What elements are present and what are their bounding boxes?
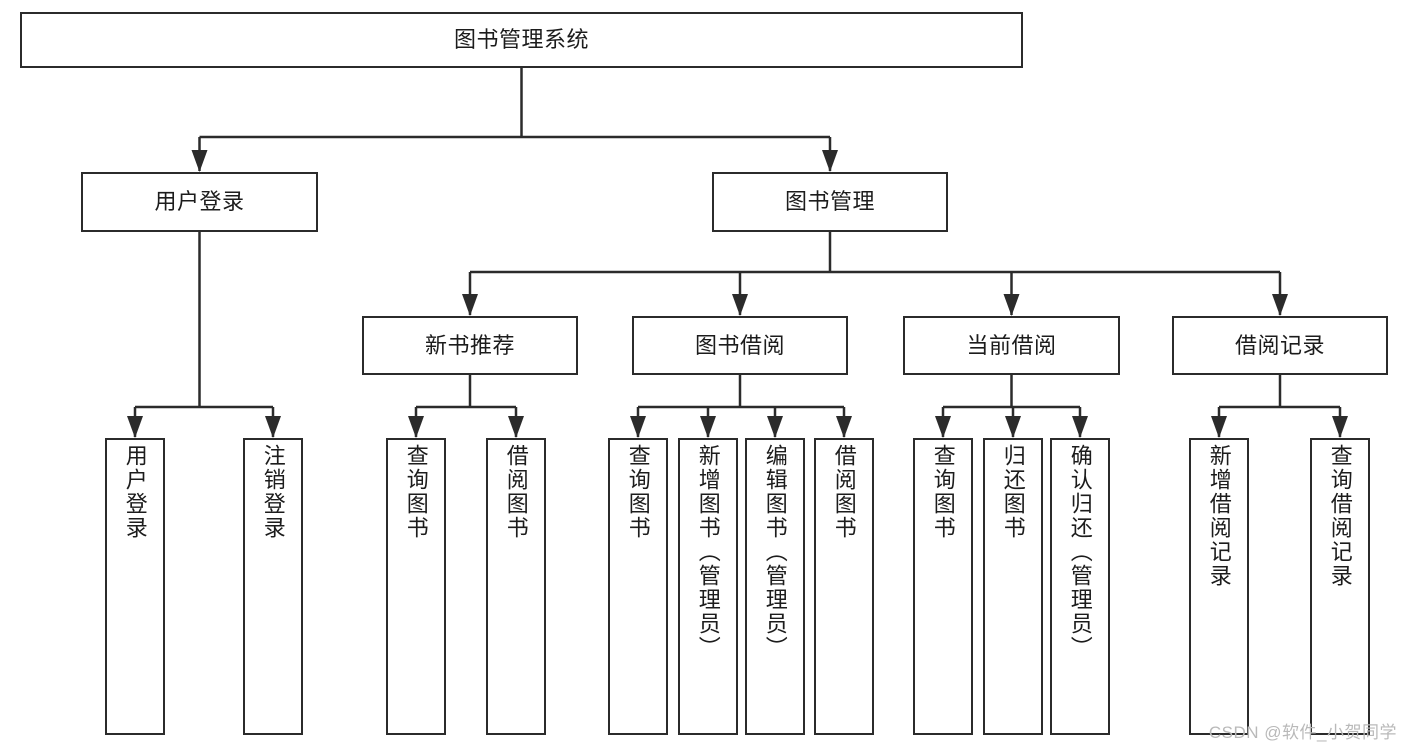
- csdn-watermark: CSDN @软件_小贺同学: [1208, 723, 1397, 742]
- node-c2[interactable]: 归还图书: [983, 438, 1043, 735]
- node-label: 图书管理: [784, 189, 875, 215]
- node-bookmgmt[interactable]: 图书管理: [712, 172, 948, 232]
- node-label: 图书借阅: [694, 332, 785, 358]
- node-c3[interactable]: 确认归还（管理员）: [1050, 438, 1110, 735]
- node-current[interactable]: 当前借阅: [903, 316, 1120, 375]
- node-n2[interactable]: 借阅图书: [486, 438, 546, 735]
- node-label: 查询图书: [625, 444, 651, 540]
- node-l2[interactable]: 注销登录: [243, 438, 303, 735]
- node-label: 查询图书: [403, 444, 429, 540]
- arrow-head: [508, 416, 524, 438]
- node-label: 归还图书: [1000, 444, 1026, 540]
- node-l1[interactable]: 用户登录: [105, 438, 165, 735]
- arrow-head: [767, 416, 783, 438]
- arrow-head: [1005, 416, 1021, 438]
- arrow-head: [836, 416, 852, 438]
- node-b3[interactable]: 编辑图书（管理员）: [745, 438, 805, 735]
- node-label: 当前借阅: [966, 332, 1057, 358]
- arrow-head: [191, 150, 208, 172]
- arrow-head: [127, 416, 143, 438]
- node-login[interactable]: 用户登录: [81, 172, 318, 232]
- arrow-head: [935, 416, 951, 438]
- node-c1[interactable]: 查询图书: [913, 438, 973, 735]
- node-r1[interactable]: 新增借阅记录: [1189, 438, 1249, 735]
- node-label: 图书管理系统: [453, 27, 589, 53]
- node-label: 借阅记录: [1234, 332, 1325, 358]
- arrow-head: [1003, 294, 1020, 316]
- node-b2[interactable]: 新增图书（管理员）: [678, 438, 738, 735]
- node-newbook[interactable]: 新书推荐: [362, 316, 578, 375]
- arrow-head: [1272, 294, 1288, 316]
- arrow-head: [408, 416, 424, 438]
- node-label: 新增借阅记录: [1206, 444, 1232, 588]
- node-label: 借阅图书: [831, 444, 857, 540]
- node-label: 查询图书: [930, 444, 956, 540]
- node-label: 查询借阅记录: [1327, 444, 1353, 588]
- node-n1[interactable]: 查询图书: [386, 438, 446, 735]
- node-r2[interactable]: 查询借阅记录: [1310, 438, 1370, 735]
- arrow-head: [1072, 416, 1088, 438]
- node-label: 注销登录: [260, 444, 286, 540]
- node-label: 新书推荐: [424, 332, 515, 358]
- node-b4[interactable]: 借阅图书: [814, 438, 874, 735]
- arrow-head: [1332, 416, 1348, 438]
- arrow-head: [462, 294, 478, 316]
- arrow-head: [265, 416, 281, 438]
- node-label: 确认归还（管理员）: [1067, 444, 1093, 660]
- node-label: 用户登录: [122, 444, 148, 540]
- node-label: 编辑图书（管理员）: [762, 444, 788, 660]
- arrow-head: [732, 294, 748, 316]
- node-label: 借阅图书: [503, 444, 529, 540]
- node-label: 新增图书（管理员）: [695, 444, 721, 660]
- node-record[interactable]: 借阅记录: [1172, 316, 1388, 375]
- arrow-head: [630, 416, 646, 438]
- arrow-head: [700, 416, 716, 438]
- arrow-head: [1211, 416, 1227, 438]
- node-borrow[interactable]: 图书借阅: [632, 316, 848, 375]
- node-root[interactable]: 图书管理系统: [20, 12, 1023, 68]
- node-b1[interactable]: 查询图书: [608, 438, 668, 735]
- arrow-head: [822, 150, 838, 172]
- node-label: 用户登录: [154, 189, 245, 215]
